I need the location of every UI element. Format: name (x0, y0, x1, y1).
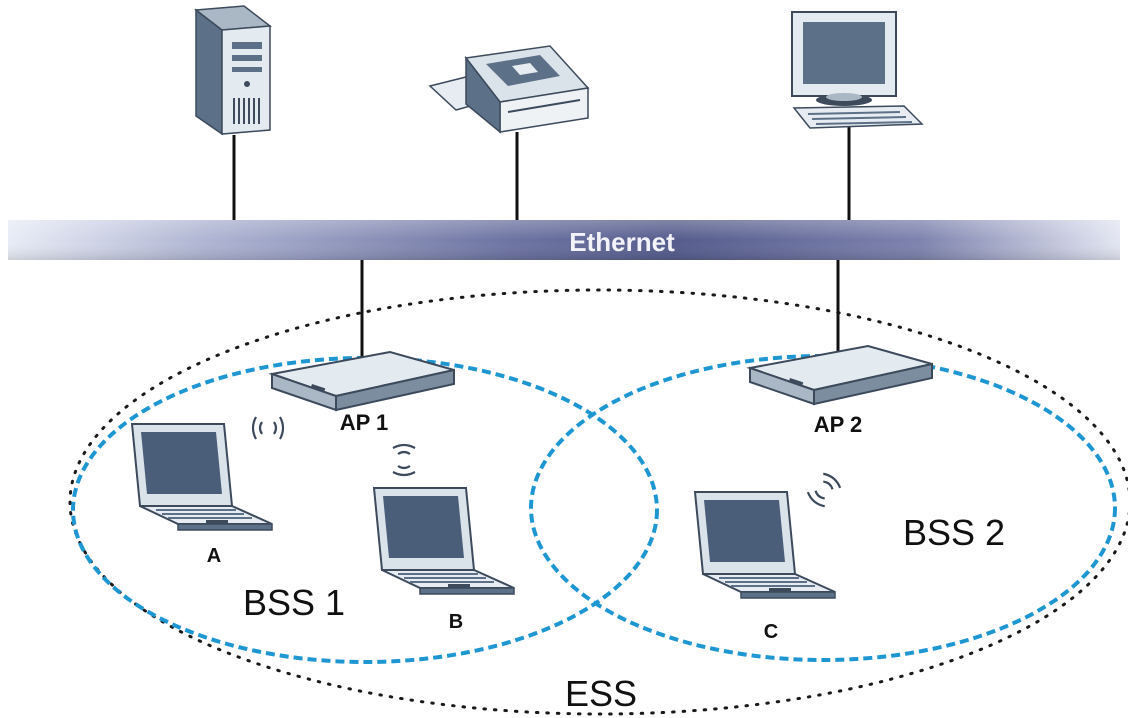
laptop-icon (131, 423, 273, 531)
server-tower-icon (194, 5, 272, 136)
laptop-icon (694, 491, 836, 599)
ethernet-drop-cables (232, 122, 851, 360)
wireless-signal-icon (251, 415, 285, 441)
bss-1-label: BSS 1 (243, 582, 345, 623)
wireless-signal-icon (804, 470, 844, 510)
ethernet-backbone: Ethernet (8, 220, 1120, 260)
ethernet-label: Ethernet (569, 227, 675, 257)
access-point-icon (271, 351, 455, 411)
ess-ring (68, 288, 1128, 716)
wireless-signal-icon (391, 443, 417, 477)
ap-2-label: AP 2 (814, 412, 863, 437)
desktop-computer-icon (791, 11, 924, 129)
station-a-label: A (207, 545, 221, 567)
laptop-icon (373, 487, 515, 595)
station-c-label: C (764, 621, 778, 643)
ap-1-label: AP 1 (340, 410, 389, 435)
printer-icon (428, 45, 590, 134)
station-b-label: B (449, 611, 463, 633)
bss-2-label: BSS 2 (903, 512, 1005, 553)
access-point-icon (749, 345, 933, 405)
ess-label: ESS (565, 673, 637, 714)
